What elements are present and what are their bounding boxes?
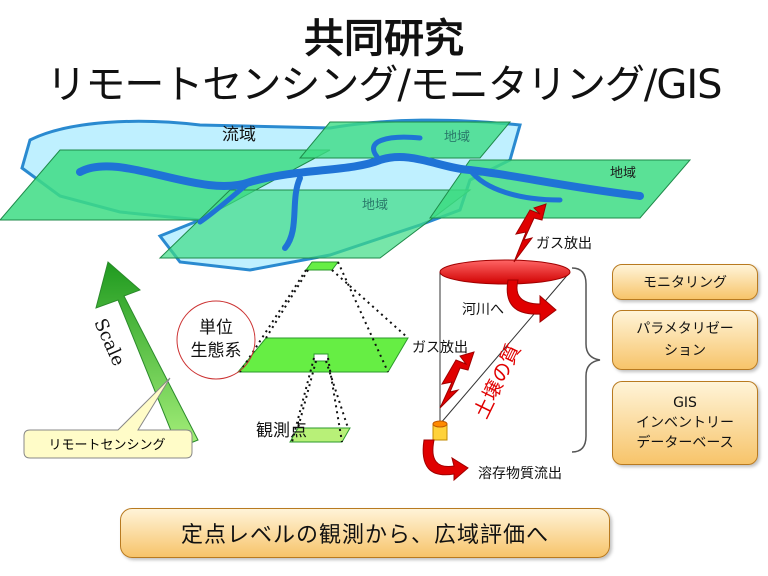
region-label-mid: 地域 xyxy=(362,198,388,213)
parameterization-box-label: パラメタリゼー ション xyxy=(636,321,734,359)
gas-release-label-mid: ガス放出 xyxy=(412,340,468,356)
unit-ecosystem-circle xyxy=(176,300,256,380)
soil-disc xyxy=(439,259,571,285)
scale-arrow xyxy=(95,261,199,449)
unit-ecosystem-label-1: 単位 xyxy=(199,318,233,338)
land-plane-top xyxy=(298,121,512,159)
to-river-label: 河川へ xyxy=(462,302,504,318)
scale-label: Scale xyxy=(89,315,128,369)
observation-point-label: 観測点 xyxy=(256,421,307,441)
river-branch-1 xyxy=(282,175,303,251)
remote-sensing-callout xyxy=(23,377,193,459)
outflow-arrow xyxy=(422,439,469,482)
monitoring-box: モニタリング xyxy=(612,264,758,300)
region-label-top: 地域 xyxy=(444,130,470,145)
gas-arrow-mid xyxy=(439,351,475,409)
remote-sensing-callout-label: リモートセンシング xyxy=(48,437,166,453)
basin-label: 流域 xyxy=(222,125,256,145)
projection-lines xyxy=(239,261,409,443)
gas-arrow-top xyxy=(513,203,547,263)
right-brace xyxy=(571,267,601,453)
unit-ecosystem-label-2: 生態系 xyxy=(191,341,242,361)
river-branch-3 xyxy=(197,179,253,225)
small-plane-top xyxy=(305,261,339,271)
land-plane-mid xyxy=(158,189,472,259)
river-branch-4 xyxy=(467,167,563,203)
region-label-right: 地域 xyxy=(610,166,636,181)
to-river-arrow xyxy=(506,279,557,323)
bottom-summary-box: 定点レベルの観測から、広域評価へ xyxy=(120,508,610,558)
gas-release-label-top: ガス放出 xyxy=(536,236,592,252)
bottom-summary-label: 定点レベルの観測から、広域評価へ xyxy=(180,523,549,548)
middle-plane-marker xyxy=(313,353,329,362)
title-line-1: 共同研究 xyxy=(304,16,464,62)
dissolved-outflow-label: 溶存物質流出 xyxy=(478,466,562,482)
parameterization-box: パラメタリゼー ション xyxy=(612,310,758,370)
gis-box-label: GIS インベントリー データーベース xyxy=(636,395,734,451)
monitoring-box-label: モニタリング xyxy=(643,275,727,291)
gis-box: GIS インベントリー データーベース xyxy=(612,381,758,465)
river-branch-2 xyxy=(371,134,423,163)
title-line-2: リモートセンシング/モニタリング/GIS xyxy=(46,62,722,108)
